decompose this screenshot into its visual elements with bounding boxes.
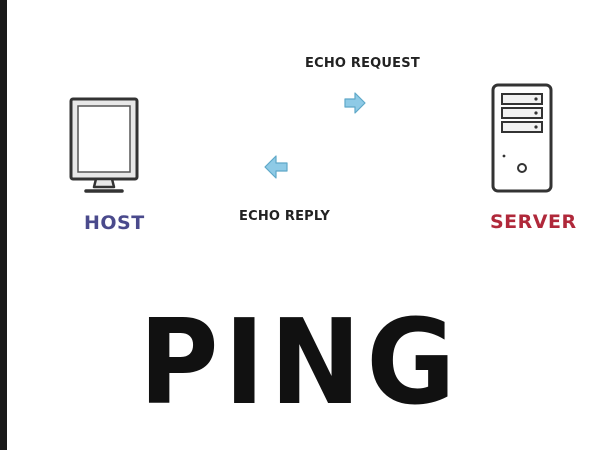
echo-request-label: ECHO REQUEST (305, 56, 420, 71)
server-label: SERVER (490, 211, 577, 233)
left-edge-bar (0, 0, 7, 450)
ping-title: PING (139, 293, 461, 431)
arrow-left-icon (264, 155, 288, 179)
arrow-right-icon (344, 92, 366, 114)
monitor-icon (69, 97, 139, 193)
server-tower-icon (491, 83, 553, 193)
echo-reply-label: ECHO REPLY (239, 209, 330, 224)
host-label: HOST (84, 212, 145, 234)
